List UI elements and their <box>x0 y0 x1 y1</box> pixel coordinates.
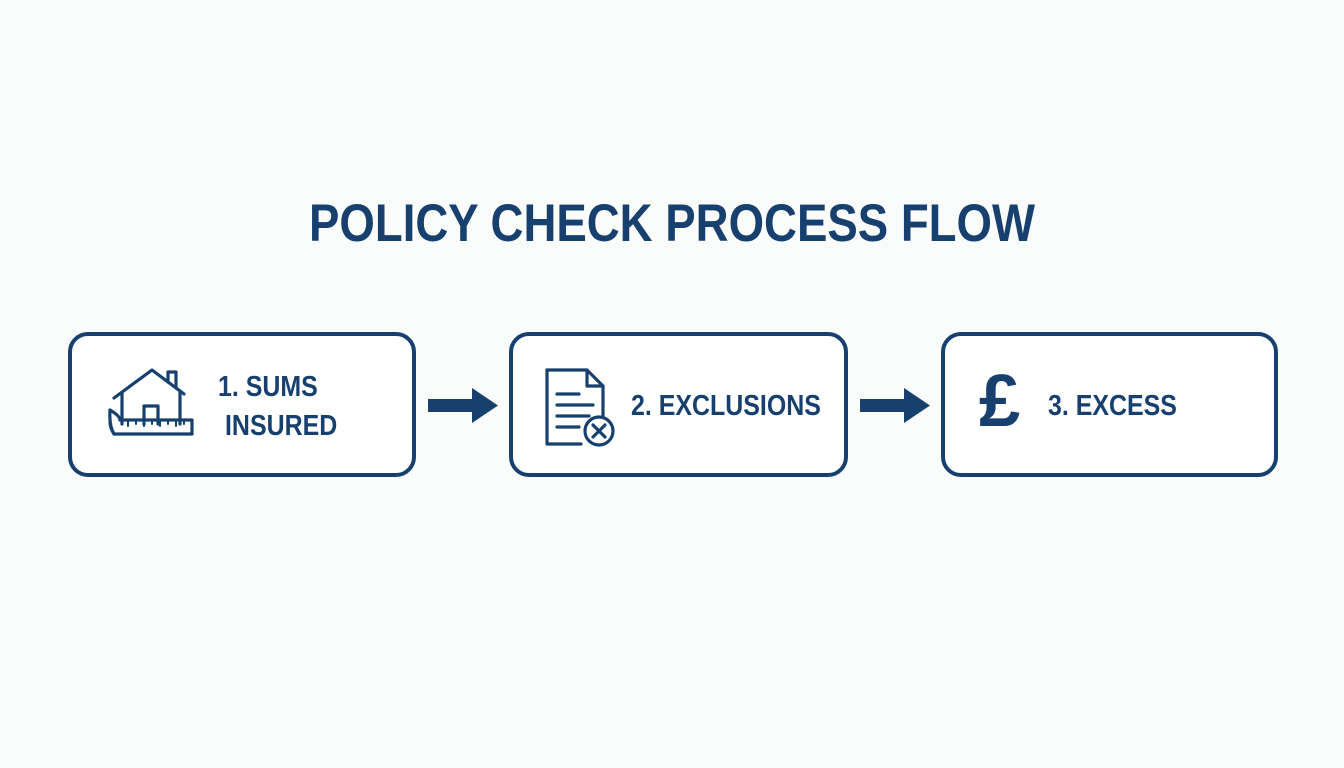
diagram-title: POLICY CHECK PROCESS FLOW <box>309 194 1035 253</box>
step-excess[interactable]: £ 3. EXCESS <box>941 332 1278 477</box>
step-1-label-line1: 1. SUMS <box>218 371 318 403</box>
step-sums-insured[interactable]: 1. SUMS INSURED <box>68 332 416 477</box>
pound-sign-icon: £ <box>979 359 1021 442</box>
step-2-label: 2. EXCLUSIONS <box>631 390 821 422</box>
step-3-label: 3. EXCESS <box>1048 390 1177 422</box>
step-exclusions[interactable]: 2. EXCLUSIONS <box>509 332 848 477</box>
arrow-right-icon <box>860 388 930 423</box>
house-measure-icon <box>108 368 194 436</box>
arrow-right-icon <box>428 388 498 423</box>
step-1-label-line2: INSURED <box>225 410 338 442</box>
document-x-icon <box>545 368 615 447</box>
